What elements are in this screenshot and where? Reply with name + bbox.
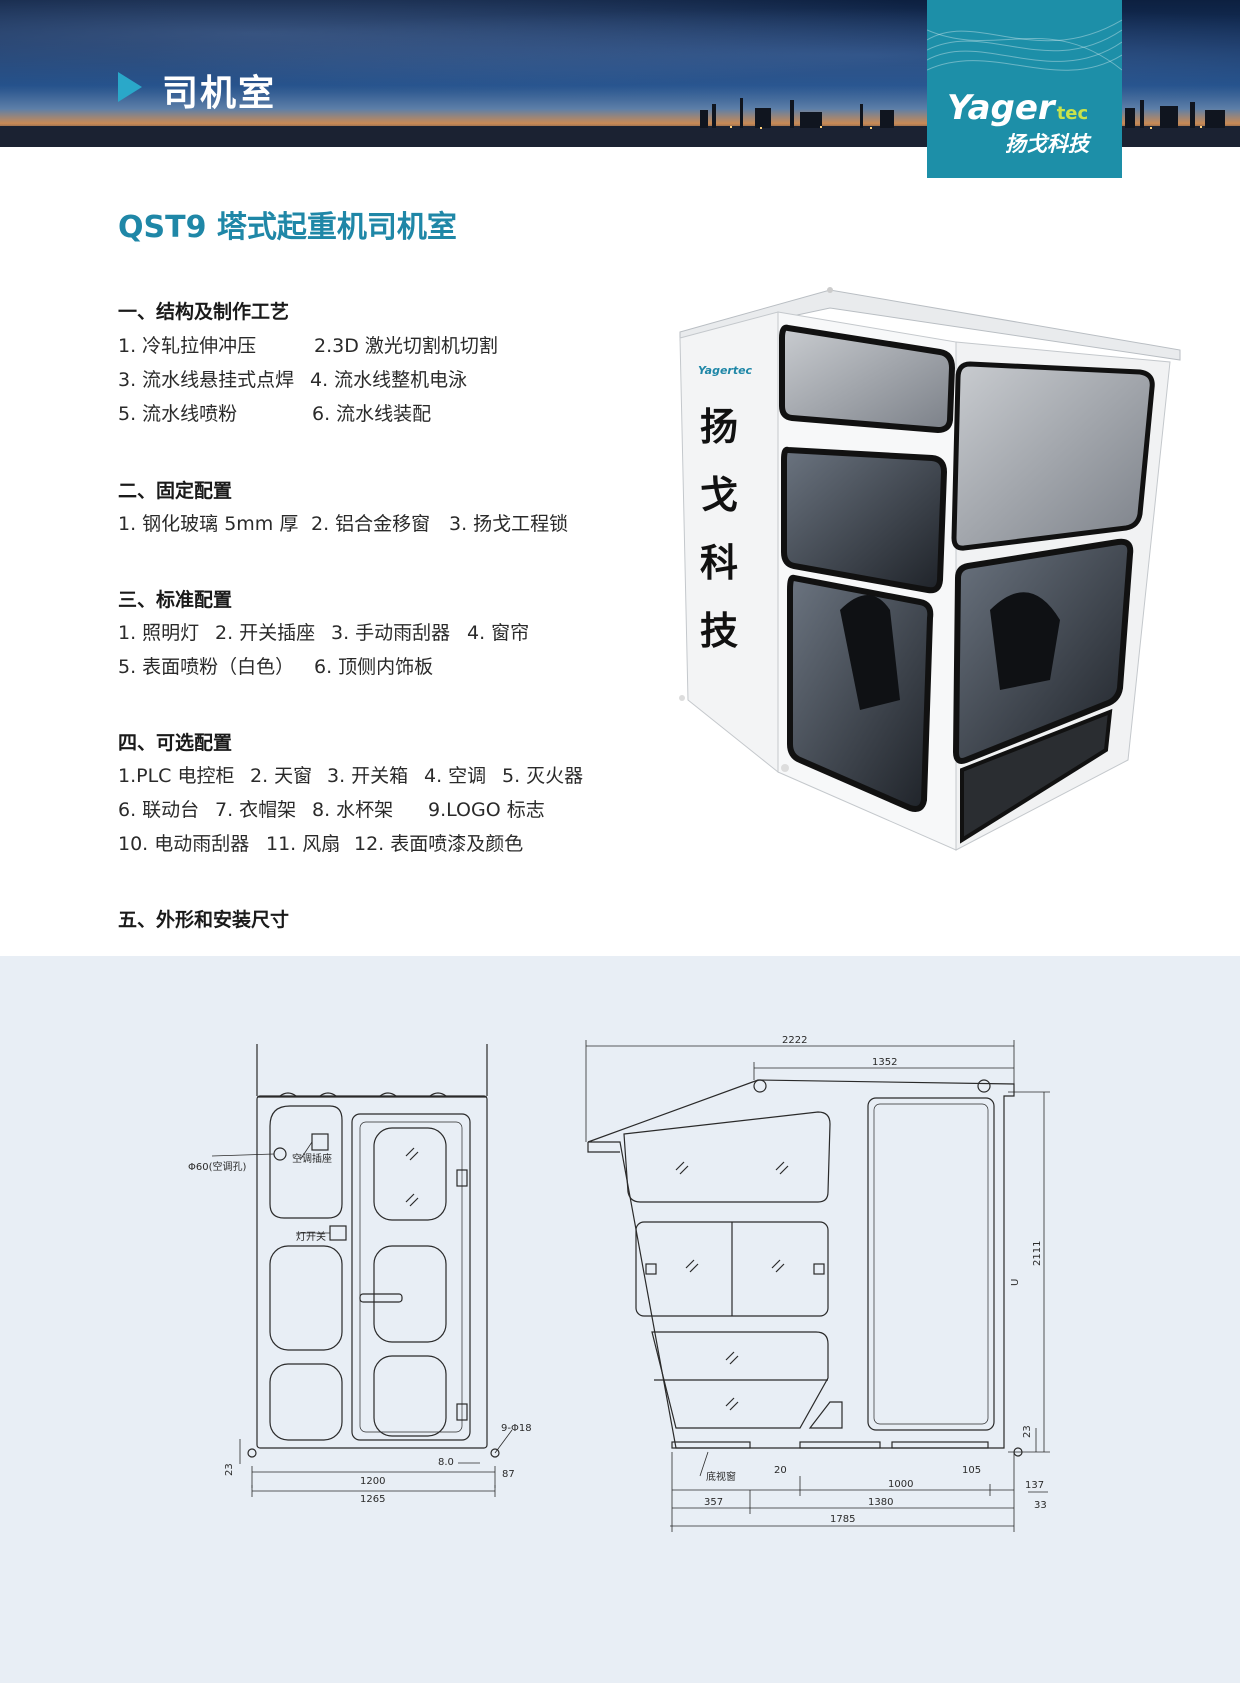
dim-side-1000: 1000: [888, 1479, 913, 1490]
section-heading-process: 一、结构及制作工艺: [118, 301, 290, 323]
dim-side-20: 20: [774, 1465, 787, 1476]
dim-side-1352: 1352: [872, 1057, 897, 1068]
label-ac-hole: Φ60(空调孔): [188, 1160, 246, 1173]
label-bottom-window: 底视窗: [706, 1470, 736, 1483]
section-heading-optional: 四、可选配置: [118, 732, 233, 754]
brand-name-cn: 扬戈科技: [1005, 132, 1089, 156]
svg-text:科: 科: [700, 541, 738, 585]
dim-front-8: 8.0: [438, 1457, 454, 1468]
section-heading-fixed: 二、固定配置: [118, 480, 233, 502]
banner-title: 司机室: [162, 73, 277, 114]
label-ac-socket: 空调插座: [292, 1152, 332, 1165]
section-heading-dimensions: 五、外形和安装尺寸: [118, 909, 290, 931]
dim-front-87: 87: [502, 1469, 515, 1480]
dim-side-33: 33: [1034, 1500, 1047, 1511]
cabin-logo: Yagertec: [698, 364, 753, 377]
standard-config-line-2: 5. 表面喷粉（白色）6. 顶侧内饰板: [118, 656, 434, 678]
product-title: QST9 塔式起重机司机室: [118, 210, 457, 245]
dim-side-2111: 2111: [1032, 1241, 1043, 1266]
cabin-product-image: 扬 戈 科 技 Yagertec: [679, 287, 1181, 851]
label-mounting-holes: 9-Φ18: [501, 1423, 532, 1434]
dim-side-137: 137: [1025, 1480, 1044, 1491]
technical-drawings: Φ60(空调孔) 空调插座 灯开关 9-Φ18 23 8.0 87 1200 1…: [0, 956, 1240, 1683]
dim-side-23: 23: [1022, 1425, 1033, 1438]
dim-side-1380: 1380: [868, 1497, 893, 1508]
label-light-switch: 灯开关: [296, 1230, 326, 1243]
dim-side-2222: 2222: [782, 1035, 807, 1046]
svg-text:扬: 扬: [700, 405, 738, 449]
wave-lines-icon: [927, 19, 1122, 71]
dim-side-357: 357: [704, 1497, 723, 1508]
dimension-drawings: Φ60(空调孔) 空调插座 灯开关 9-Φ18 23 8.0 87 1200 1…: [188, 1035, 1050, 1532]
svg-text:戈: 戈: [700, 473, 738, 517]
label-u-mark: U: [1010, 1279, 1021, 1286]
dim-front-1265: 1265: [360, 1494, 385, 1505]
dim-front-1200: 1200: [360, 1476, 385, 1487]
dim-front-23: 23: [224, 1463, 235, 1476]
play-arrow-icon: [118, 72, 142, 102]
cabin-side-lettering: 扬 戈 科 技: [700, 405, 738, 653]
dim-side-1785: 1785: [830, 1514, 855, 1525]
dim-side-105: 105: [962, 1465, 981, 1476]
section-heading-standard: 三、标准配置: [118, 589, 233, 611]
svg-text:技: 技: [700, 609, 738, 653]
